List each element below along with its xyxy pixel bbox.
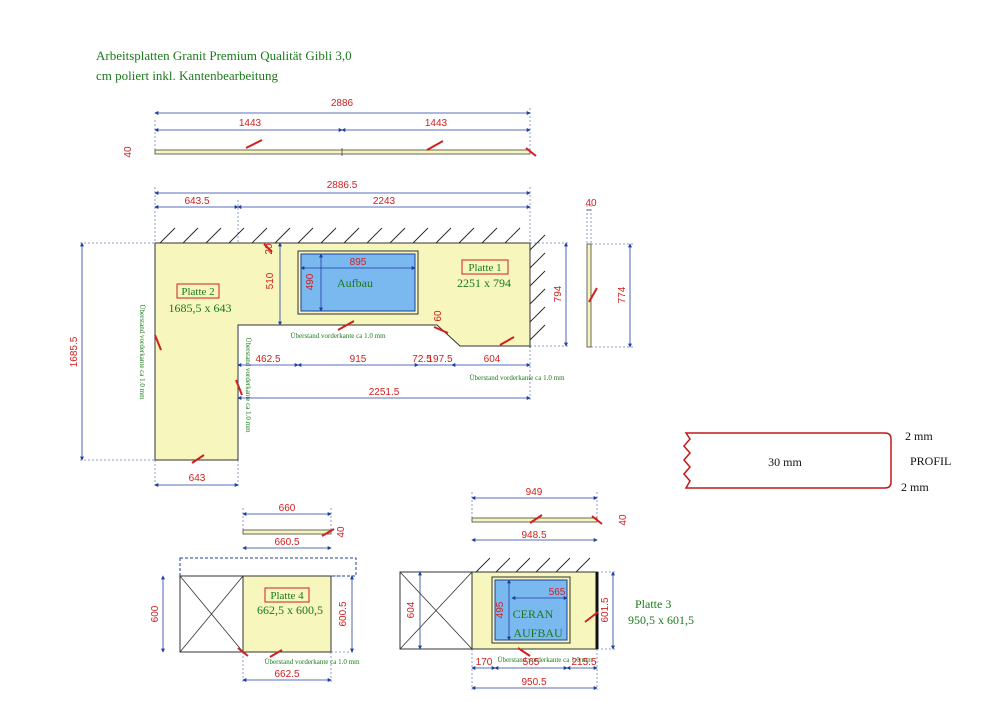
dim-16855: 1685.5 [69,336,80,367]
dim-side-thickness: 40 [585,198,597,209]
dim-top-thickness: 40 [123,146,134,158]
dim-sink-height: 490 [305,273,316,290]
dim-top-right: 1443 [425,118,448,129]
platte-2-size: 1685,5 x 643 [169,301,232,315]
platte-3-name: Platte 3 [635,597,671,611]
dim-4625: 462.5 [255,354,280,365]
dim-small-60: 60 [433,310,444,322]
profile-detail: 30 mm 2 mm PROFIL 2 mm [683,429,951,494]
dim-p3-b1: 170 [476,657,493,668]
dim-p3-right: 601.5 [600,597,611,622]
dim-main-left: 643.5 [184,196,209,207]
dim-p4-left: 600 [150,605,161,622]
dim-main-total: 2886.5 [327,180,358,191]
profile-radius-top: 2 mm [905,429,933,443]
dim-platte-1-depth: 794 [553,285,564,302]
edge-strip-side: 40 774 [585,198,633,348]
dim-p4-top: 660 [279,503,296,514]
dim-p3-b2: 565 [523,657,540,668]
dim-top-total: 2886 [331,98,354,109]
dim-p3-width: 948.5 [521,530,546,541]
dim-p4-width: 660.5 [274,537,299,548]
dim-back-depth: 510 [265,272,276,289]
platte-3-size: 950,5 x 601,5 [628,613,694,627]
platte-1-name: Platte 1 [468,262,501,274]
platte-4-name: Platte 4 [270,590,304,602]
platte-4-size: 662,5 x 600,5 [257,603,323,617]
dim-side-depth: 774 [617,286,628,303]
ceran-aufbau-label: AUFBAU [513,626,563,640]
dim-p3-cook-height: 495 [495,601,506,618]
dim-p3-thickness: 40 [618,514,629,526]
dim-p3-bottom: 950.5 [521,677,546,688]
dim-604: 604 [484,354,501,365]
dim-main-right: 2243 [373,196,396,207]
dim-top-left: 1443 [239,118,262,129]
dim-22515: 2251.5 [369,387,400,398]
platte-2-name: Platte 2 [181,286,214,298]
dim-643: 643 [189,473,206,484]
overhang-note-4: Überstand vorderkante ca 1.0 mm [244,337,252,433]
profile-label: PROFIL [910,454,951,468]
dim-p3-b3: 215.5 [571,657,596,668]
overhang-note-3: Überstand vorderkante ca 1.0 mm [138,304,146,400]
profile-radius-bottom: 2 mm [901,480,929,494]
dim-p3-left: 604 [406,601,417,618]
drawing-title-line-1: Arbeitsplatten Granit Premium Qualität G… [96,48,352,63]
platte-1-size: 2251 x 794 [457,276,511,290]
dim-p4-thickness: 40 [336,526,347,538]
platte-4-layout: 660 40 660.5 Platte 4 662,5 x 600,5 Über… [150,503,360,682]
dim-p3-top: 949 [526,487,543,498]
dim-p4-bottom: 662.5 [274,669,299,680]
sink-label: Aufbau [337,276,373,290]
dim-p4-height: 600.5 [338,601,349,626]
overhang-note-2: Überstand vorderkante ca 1.0 mm [469,374,565,382]
dim-915: 915 [350,354,367,365]
dim-1975: 197.5 [427,354,452,365]
drawing-title-line-2: cm poliert inkl. Kantenbearbeitung [96,68,278,83]
platte-3-layout: 949 40 948.5 [399,487,694,690]
dim-p3-cook-width: 565 [549,587,566,598]
dim-sink-width: 895 [350,257,367,268]
overhang-note-p3: Überstand vorderkante ca 1.0 mm [497,656,593,664]
ceran-label: CERAN [513,607,554,621]
profile-thickness: 30 mm [768,455,802,469]
dim-725: 72.5 [412,354,432,365]
overhang-note-1: Überstand vorderkante ca 1.0 mm [290,332,386,340]
edge-strip-top: 2886 1443 1443 40 [123,98,537,158]
main-layout: 2886.5 643.5 2243 [69,180,568,488]
overhang-note-p4: Überstand vorderkante ca 1.0 mm [264,658,360,666]
